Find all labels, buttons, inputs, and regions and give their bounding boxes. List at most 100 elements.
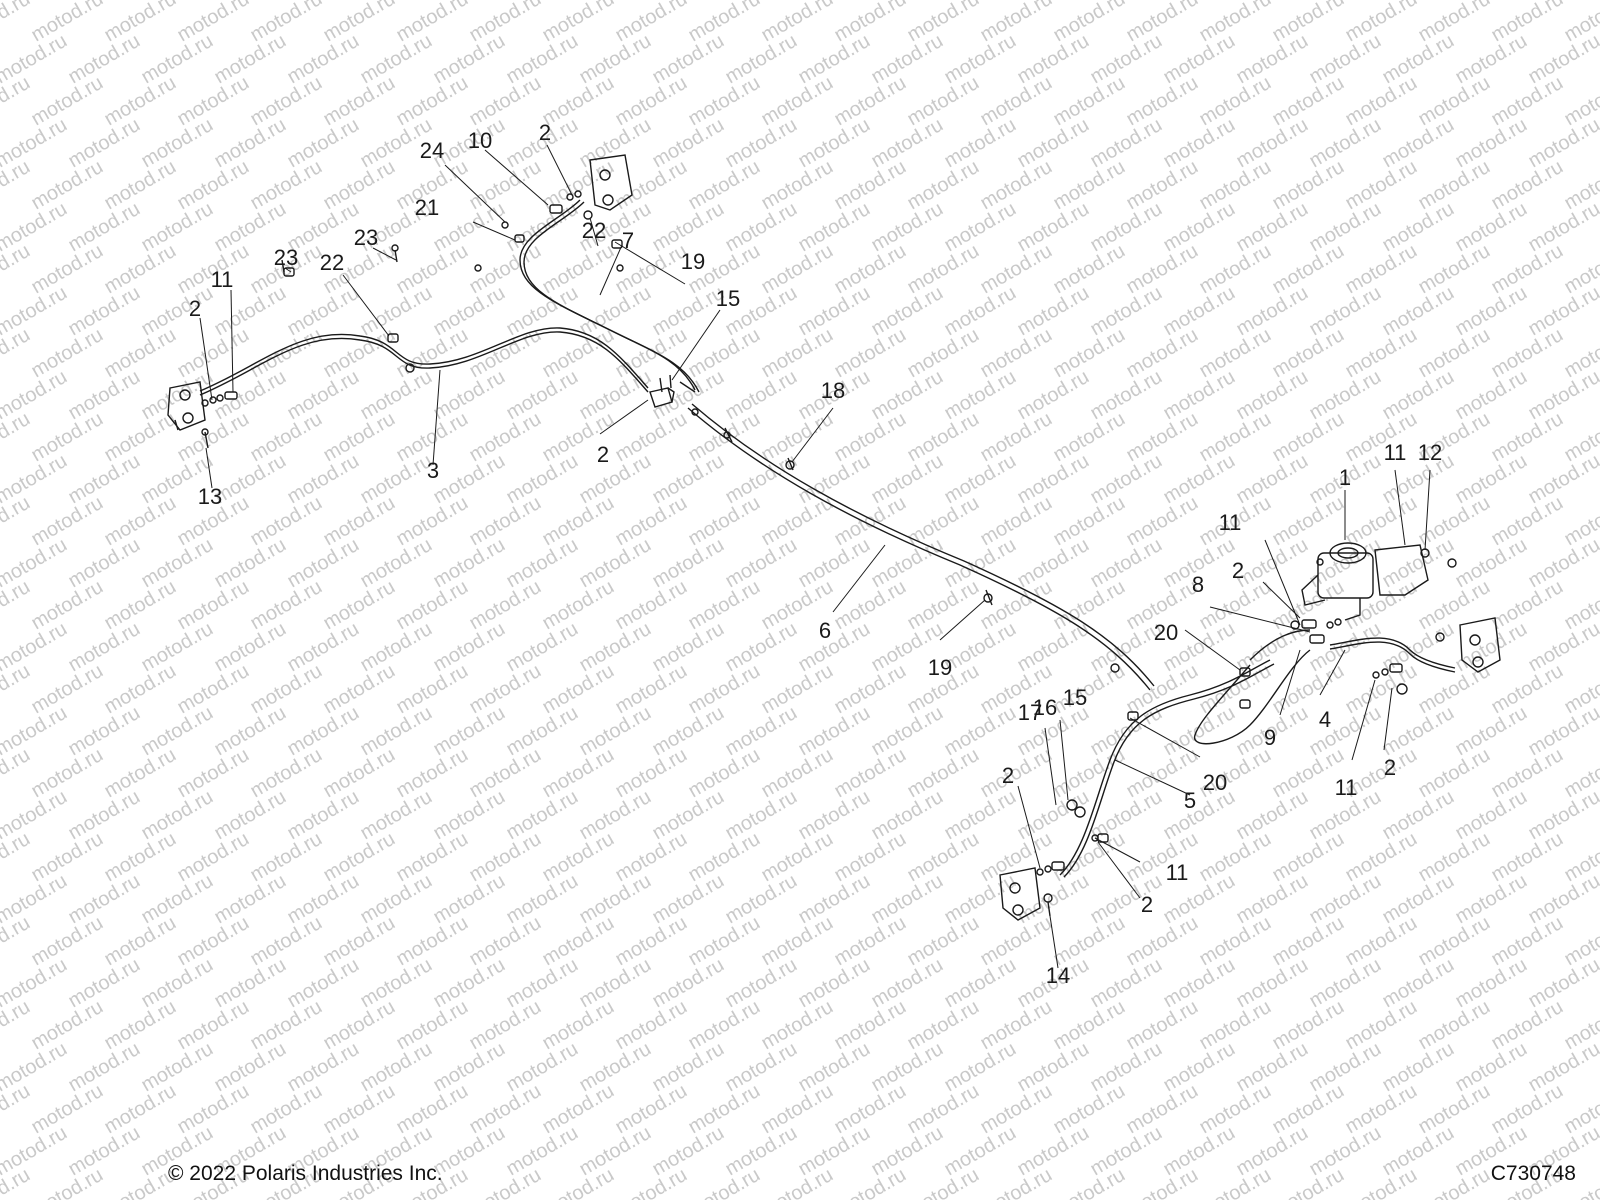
watermark-text: motod.ru (101, 408, 180, 467)
watermark-text: motod.ru (284, 30, 363, 89)
watermark-text: motod.ru (1233, 534, 1312, 593)
watermark-text: motod.ru (138, 282, 217, 341)
callout-2: 2 (1141, 892, 1153, 917)
watermark-text: motod.ru (904, 1080, 983, 1139)
watermark-text: motod.ru (649, 1122, 728, 1181)
watermark-text: motod.ru (1050, 156, 1129, 215)
watermark-text: motod.ru (1196, 1164, 1275, 1200)
watermark-text: motod.ru (1452, 198, 1531, 257)
watermark-text: motod.ru (795, 198, 874, 257)
copyright-notice: © 2022 Polaris Industries Inc. (168, 1162, 443, 1185)
watermark-text: motod.ru (503, 198, 582, 257)
watermark-text: motod.ru (868, 114, 947, 173)
watermark-text: motod.ru (138, 618, 217, 677)
watermark-text: motod.ru (65, 870, 144, 929)
watermark-text: motod.ru (1488, 408, 1567, 467)
watermark-text: motod.ru (28, 492, 107, 551)
watermark-text: motod.ru (320, 492, 399, 551)
callout-11: 11 (1166, 860, 1189, 885)
watermark-text: motod.ru (101, 828, 180, 887)
watermark-text: motod.ru (576, 30, 655, 89)
watermark-text: motod.ru (1233, 450, 1312, 509)
watermark-text: motod.ru (941, 618, 1020, 677)
watermark-text: motod.ru (1269, 828, 1348, 887)
watermark-text: motod.ru (1488, 576, 1567, 635)
watermark-text: motod.ru (247, 72, 326, 131)
watermark-text: motod.ru (1342, 408, 1421, 467)
watermark-text: motod.ru (1452, 114, 1531, 173)
watermark-text: motod.ru (831, 0, 910, 46)
watermark-text: motod.ru (904, 156, 983, 215)
watermark-text: motod.ru (1087, 1122, 1166, 1181)
watermark-text: motod.ru (1050, 660, 1129, 719)
watermark-text: motod.ru (612, 156, 691, 215)
watermark-text: motod.ru (1415, 1080, 1494, 1139)
watermark-text: motod.ru (1014, 450, 1093, 509)
watermark-text: motod.ru (576, 114, 655, 173)
watermark-text: motod.ru (576, 1038, 655, 1097)
watermark-text: motod.ru (831, 576, 910, 635)
watermark-text: motod.ru (1415, 996, 1494, 1055)
watermark-text: motod.ru (1525, 618, 1600, 677)
watermark-text: motod.ru (1452, 870, 1531, 929)
watermark-text: motod.ru (284, 870, 363, 929)
watermark-text: motod.ru (1415, 744, 1494, 803)
watermark-text: motod.ru (430, 954, 509, 1013)
watermark-text: motod.ru (1123, 324, 1202, 383)
watermark-text: motod.ru (1415, 912, 1494, 971)
watermark-text: motod.ru (539, 828, 618, 887)
watermark-text: motod.ru (1525, 198, 1600, 257)
watermark-text: motod.ru (1087, 534, 1166, 593)
watermark-text: motod.ru (65, 534, 144, 593)
watermark-text: motod.ru (430, 534, 509, 593)
watermark-text: motod.ru (1233, 954, 1312, 1013)
watermark-text: motod.ru (941, 450, 1020, 509)
callout-23: 23 (354, 225, 378, 250)
watermark-text: motod.ru (977, 72, 1056, 131)
watermark-text: motod.ru (941, 1122, 1020, 1181)
watermark-text: motod.ru (685, 72, 764, 131)
watermark-text: motod.ru (649, 1038, 728, 1097)
watermark-text: motod.ru (211, 870, 290, 929)
watermark-text: motod.ru (1342, 828, 1421, 887)
watermark-text: motod.ru (65, 114, 144, 173)
watermark-text: motod.ru (1269, 240, 1348, 299)
watermark-text: motod.ru (1014, 1122, 1093, 1181)
watermark-text: motod.ru (101, 324, 180, 383)
watermark-text: motod.ru (101, 492, 180, 551)
watermark-text: motod.ru (1488, 1080, 1567, 1139)
watermark-text: motod.ru (65, 1038, 144, 1097)
watermark-text: motod.ru (868, 450, 947, 509)
watermark-text: motod.ru (101, 240, 180, 299)
watermark-text: motod.ru (503, 534, 582, 593)
watermark-text: motod.ru (685, 156, 764, 215)
watermark-text: motod.ru (28, 744, 107, 803)
watermark-text: motod.ru (28, 0, 107, 46)
watermark-text: motod.ru (1123, 912, 1202, 971)
watermark-text: motod.ru (1452, 450, 1531, 509)
caliper-right (1459, 617, 1501, 673)
watermark-text: motod.ru (503, 702, 582, 761)
watermark-text: motod.ru (612, 744, 691, 803)
watermark-text: motod.ru (1488, 492, 1567, 551)
callout-11: 11 (1384, 440, 1407, 465)
watermark-text: motod.ru (539, 744, 618, 803)
callout-11: 11 (1219, 510, 1242, 535)
callout-18: 18 (821, 378, 845, 403)
watermark-text: motod.ru (649, 870, 728, 929)
watermark-text: motod.ru (247, 156, 326, 215)
watermark-text: motod.ru (722, 30, 801, 89)
watermark-text: motod.ru (393, 0, 472, 46)
watermark-text: motod.ru (1488, 744, 1567, 803)
watermark-text: motod.ru (649, 702, 728, 761)
watermark-text: motod.ru (1269, 408, 1348, 467)
watermark-text: motod.ru (758, 240, 837, 299)
callout-20: 20 (1203, 770, 1227, 795)
watermark-text: motod.ru (1488, 240, 1567, 299)
fittings (201, 190, 1445, 917)
watermark-text: motod.ru (430, 30, 509, 89)
watermark-text: motod.ru (1123, 0, 1202, 46)
watermark-text: motod.ru (1233, 1038, 1312, 1097)
watermark-text: motod.ru (1452, 1038, 1531, 1097)
